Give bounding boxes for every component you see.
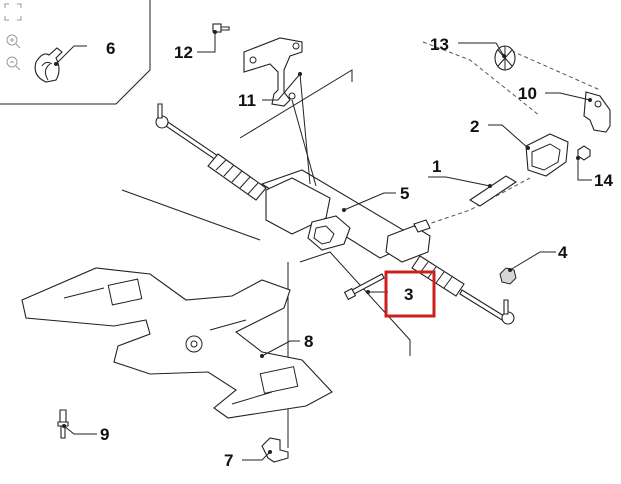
callout-7[interactable]: 7 xyxy=(224,451,233,470)
part-7-bracket[interactable] xyxy=(261,437,289,463)
leader-dot-1 xyxy=(488,184,492,188)
leader-11b xyxy=(291,99,317,187)
dash-line-13 xyxy=(504,47,601,91)
inset-frame xyxy=(0,0,151,105)
construction-line-11 xyxy=(239,69,353,139)
dash-line-13b xyxy=(422,41,541,117)
part-3-bolt[interactable] xyxy=(343,273,385,301)
leader-2 xyxy=(488,124,529,149)
callout-13[interactable]: 13 xyxy=(430,35,449,54)
part-6-clip[interactable] xyxy=(34,47,63,83)
leader-dot-10 xyxy=(588,98,592,102)
leader-dot-2 xyxy=(526,146,530,150)
part-2-cover[interactable] xyxy=(525,133,569,177)
selected-callout-highlight xyxy=(384,270,436,318)
leader-11c xyxy=(299,73,311,185)
part-13-disc[interactable] xyxy=(494,45,516,71)
callout-14[interactable]: 14 xyxy=(594,171,613,190)
leader-4 xyxy=(509,251,556,271)
leader-5 xyxy=(343,192,396,211)
callout-10[interactable]: 10 xyxy=(518,84,537,103)
callout-4[interactable]: 4 xyxy=(558,243,568,262)
part-9-pin[interactable] xyxy=(57,409,69,439)
leader-dot-11 xyxy=(298,72,302,76)
leader-dot-4 xyxy=(508,268,512,272)
construction-line-a xyxy=(121,189,261,241)
leader-7 xyxy=(242,451,271,461)
leader-dot-7 xyxy=(268,450,272,454)
part-12-bolt[interactable] xyxy=(212,23,230,33)
part-5-steering-rack[interactable] xyxy=(155,103,515,325)
leader-dot-3 xyxy=(366,290,370,294)
leader-1 xyxy=(428,176,491,187)
leader-6 xyxy=(55,45,87,65)
callout-6[interactable]: 6 xyxy=(106,39,115,58)
leader-dot-9 xyxy=(62,424,66,428)
part-4-nut[interactable] xyxy=(499,267,517,285)
leader-14 xyxy=(577,158,592,181)
part-11-bracket[interactable] xyxy=(243,37,303,107)
leader-dot-5 xyxy=(342,208,346,212)
part-1-shim[interactable] xyxy=(468,175,518,207)
callout-9[interactable]: 9 xyxy=(100,425,109,444)
leader-11 xyxy=(262,73,301,101)
leader-dot-13 xyxy=(502,54,506,58)
callout-12[interactable]: 12 xyxy=(174,43,193,62)
part-8-subframe-plate[interactable] xyxy=(21,267,333,419)
leader-dot-14 xyxy=(576,156,580,160)
construction-line-b xyxy=(299,251,411,356)
zoom-out-icon[interactable] xyxy=(6,56,21,71)
part-10-plate[interactable] xyxy=(583,91,611,133)
leader-10 xyxy=(545,92,591,101)
zoom-in-icon[interactable] xyxy=(6,34,21,49)
callout-5[interactable]: 5 xyxy=(400,184,409,203)
fit-to-page-icon[interactable] xyxy=(4,3,22,21)
leader-13 xyxy=(458,42,505,57)
leader-dot-8 xyxy=(260,354,264,358)
leader-12 xyxy=(197,32,216,53)
callout-2[interactable]: 2 xyxy=(470,117,479,136)
leader-9 xyxy=(63,425,97,435)
callout-11[interactable]: 11 xyxy=(238,91,256,110)
callout-1[interactable]: 1 xyxy=(432,157,441,176)
callout-8[interactable]: 8 xyxy=(304,332,313,351)
leader-dot-12 xyxy=(213,30,217,34)
leader-8 xyxy=(261,340,300,357)
callout-3[interactable]: 3 xyxy=(404,285,413,304)
leader-dot-6 xyxy=(54,62,58,66)
